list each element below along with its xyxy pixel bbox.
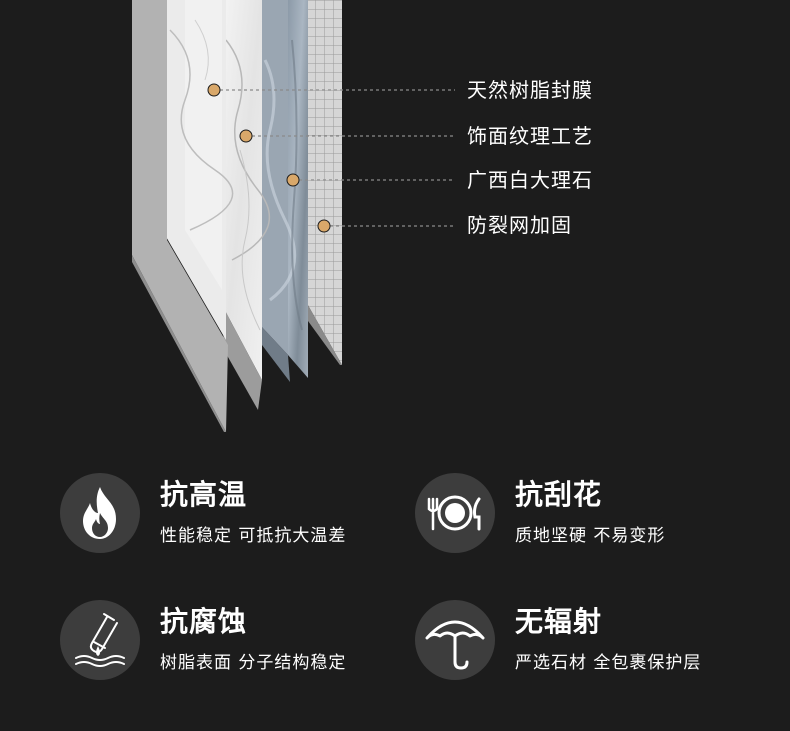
marker-dot xyxy=(286,173,300,187)
leader-markers xyxy=(207,83,331,233)
feature-desc: 树脂表面 分子结构稳定 xyxy=(160,653,347,673)
marker-dot xyxy=(239,129,253,143)
flame-icon xyxy=(60,473,140,553)
umbrella-icon xyxy=(415,600,495,680)
layer-label-texture: 饰面纹理工艺 xyxy=(467,124,593,148)
feature-corrosion-resistant: 抗腐蚀 树脂表面 分子结构稳定 xyxy=(60,600,420,690)
mesh-layer xyxy=(300,0,342,365)
layer-label-resin-film: 天然树脂封膜 xyxy=(467,78,593,102)
feature-desc: 性能稳定 可抵抗大温差 xyxy=(160,526,347,546)
feature-desc: 严选石材 全包裹保护层 xyxy=(515,653,702,673)
layer-diagram xyxy=(132,0,455,432)
feature-title: 抗高温 xyxy=(160,478,248,511)
plate-fork-knife-icon xyxy=(415,473,495,553)
layer-label-stone: 广西白大理石 xyxy=(467,168,593,192)
feature-title: 抗刮花 xyxy=(515,478,603,511)
layer-label-mesh: 防裂网加固 xyxy=(467,213,572,237)
texture-layer xyxy=(222,0,271,410)
leader-lines xyxy=(214,89,455,227)
feature-no-radiation: 无辐射 严选石材 全包裹保护层 xyxy=(415,600,775,690)
marker-dot xyxy=(317,219,331,233)
marker-dot xyxy=(207,83,221,97)
feature-heat-resistant: 抗高温 性能稳定 可抵抗大温差 xyxy=(60,473,420,563)
feature-scratch-resistant: 抗刮花 质地坚硬 不易变形 xyxy=(415,473,775,563)
feature-title: 无辐射 xyxy=(515,605,603,638)
test-tube-drop-icon xyxy=(60,600,140,680)
stone-layer xyxy=(260,0,308,382)
feature-desc: 质地坚硬 不易变形 xyxy=(515,526,666,546)
feature-title: 抗腐蚀 xyxy=(160,605,248,638)
base-layer xyxy=(132,0,228,432)
